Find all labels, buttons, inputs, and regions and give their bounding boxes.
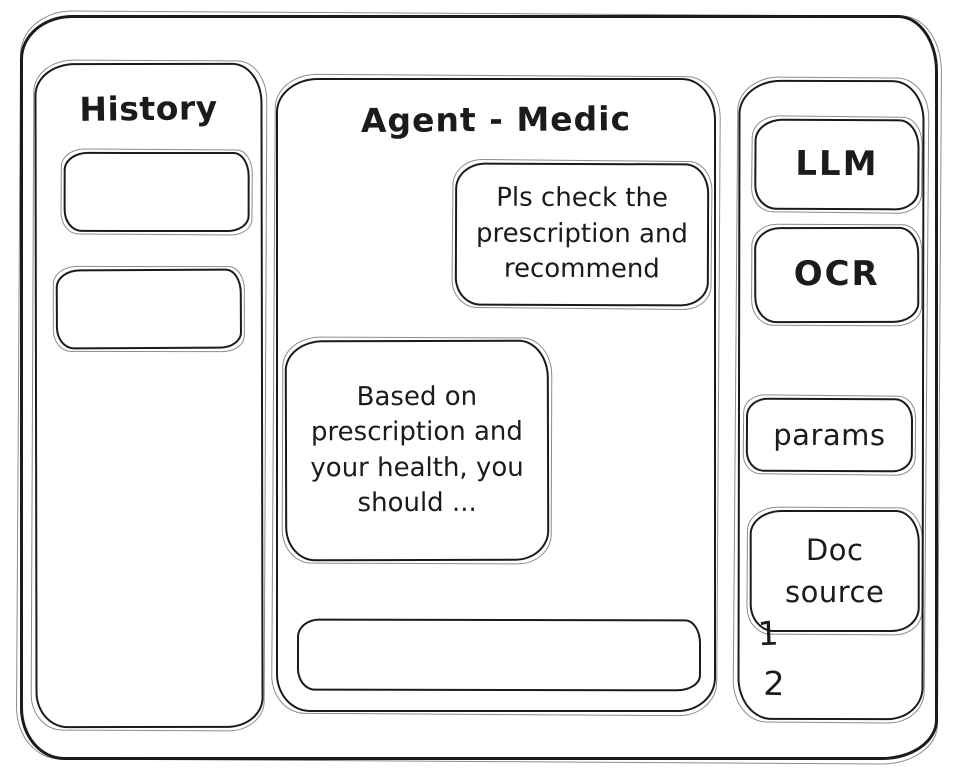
llm-button[interactable]: LLM bbox=[754, 118, 920, 211]
assistant-message-text: Based on prescription and your health, y… bbox=[310, 381, 524, 519]
ocr-button-label: OCR bbox=[793, 254, 880, 295]
history-item[interactable] bbox=[55, 268, 243, 350]
user-message-bubble: Pls check the prescription and recommend bbox=[454, 162, 710, 307]
message-input[interactable] bbox=[296, 618, 702, 692]
assistant-message-bubble: Based on prescription and your health, y… bbox=[284, 339, 550, 562]
params-button[interactable]: params bbox=[745, 397, 914, 473]
llm-button-label: LLM bbox=[795, 143, 879, 185]
chat-panel: Agent - Medic Pls check the prescription… bbox=[276, 78, 716, 712]
doc-source-button-label: Doc source bbox=[785, 532, 885, 610]
params-button-label: params bbox=[773, 417, 886, 453]
history-title: History bbox=[79, 88, 218, 129]
history-panel: History bbox=[34, 62, 264, 729]
doc-source-item-1: 1 bbox=[756, 613, 780, 654]
user-message-text: Pls check the prescription and recommend bbox=[476, 183, 688, 285]
tools-panel: LLM OCR params Doc source 1 2 bbox=[737, 79, 925, 721]
chat-title: Agent - Medic bbox=[360, 99, 632, 140]
history-item[interactable] bbox=[63, 151, 250, 233]
ocr-button[interactable]: OCR bbox=[754, 226, 920, 324]
doc-source-item-2: 2 bbox=[763, 663, 785, 704]
